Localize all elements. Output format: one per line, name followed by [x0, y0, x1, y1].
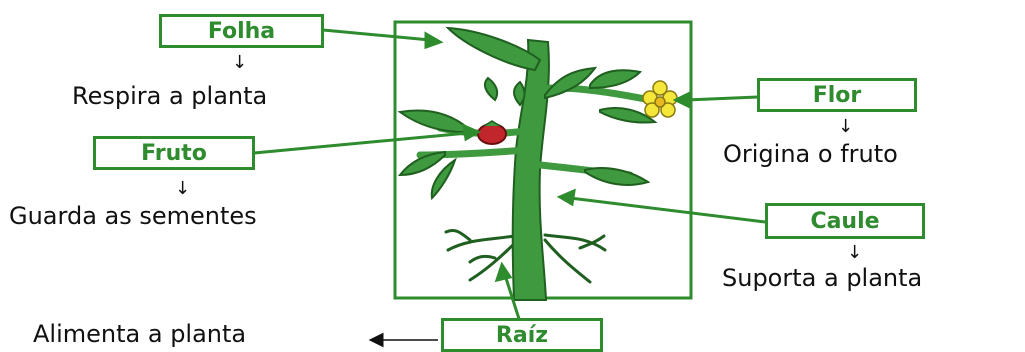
description-flor: Origina o fruto — [723, 140, 898, 168]
description-raiz: Alimenta a planta — [33, 320, 246, 348]
description-fruto: Guarda as sementes — [9, 202, 257, 230]
label-raiz: Raíz — [441, 318, 603, 352]
description-folha: Respira a planta — [72, 82, 267, 110]
label-flor: Flor — [757, 78, 917, 112]
description-caule: Suporta a planta — [722, 264, 922, 292]
label-fruto: Fruto — [93, 136, 255, 170]
down-arrow-icon: ↓ — [175, 180, 190, 198]
down-arrow-icon: ↓ — [838, 118, 853, 136]
down-arrow-icon: ↓ — [847, 244, 862, 262]
label-caule: Caule — [765, 203, 925, 239]
label-folha: Folha — [159, 14, 324, 48]
down-arrow-icon: ↓ — [232, 54, 247, 72]
